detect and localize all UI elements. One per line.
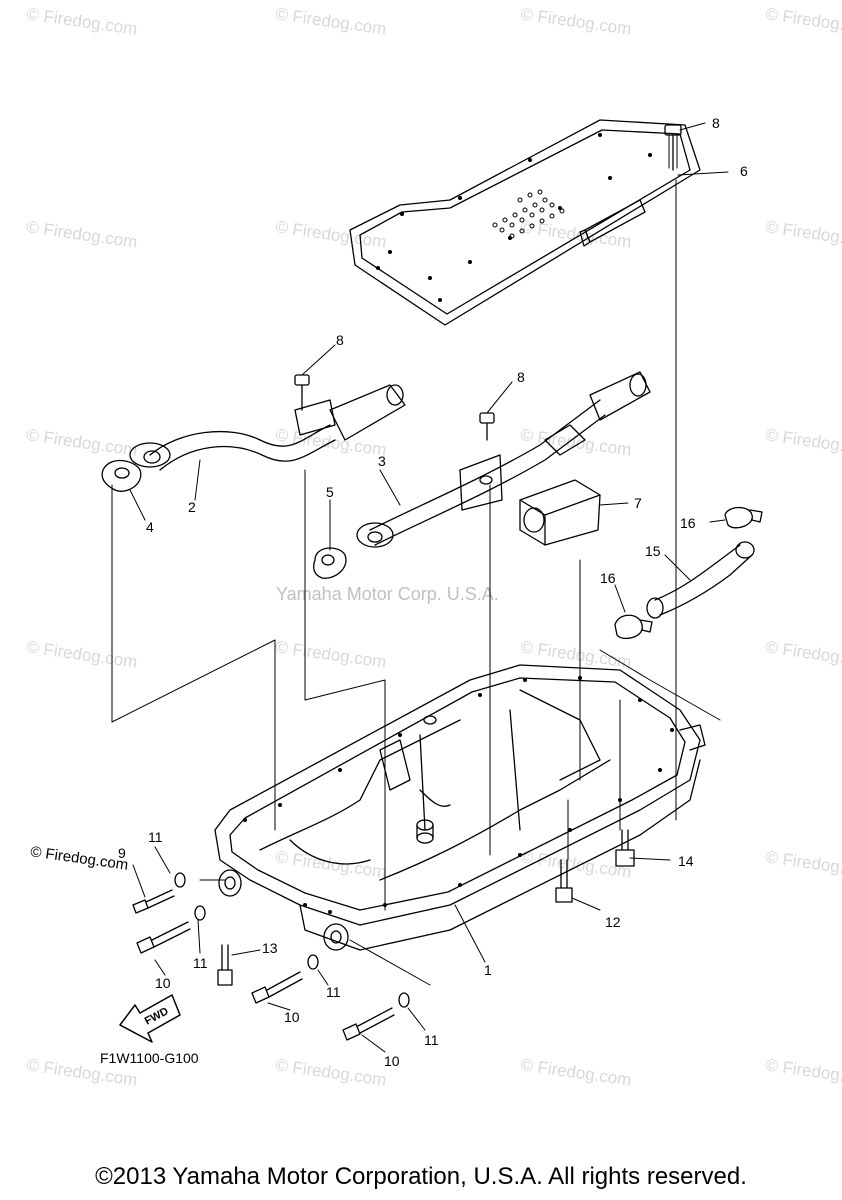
part-7-bracket [519,479,601,546]
callout-11: 11 [193,955,208,971]
callout-5: 5 [326,484,334,500]
part-13-bolt [217,944,233,986]
part-11-washer [174,872,186,888]
callout-12: 12 [605,914,621,930]
part-2-oil-pipe [129,384,406,471]
part-11-washer [398,992,410,1008]
part-14-bolt [615,829,635,867]
part-8-bolt [294,374,310,411]
fwd-arrow: FWD [119,994,181,1043]
part-15-hose [646,541,755,619]
callout-7: 7 [634,495,642,511]
callout-10: 10 [284,1009,300,1025]
callout-3: 3 [378,453,386,469]
callout-6: 6 [740,163,748,179]
part-1-oil-pan [214,664,706,951]
part-12-bolt [555,859,573,903]
part-4-gasket [101,459,142,723]
callout-11: 11 [148,829,163,845]
copyright-notice: ©2013 Yamaha Motor Corporation, U.S.A. A… [95,1163,747,1190]
callout-4: 4 [146,519,154,535]
callout-9: 9 [118,845,126,861]
part-6-strainer-plate [349,119,701,821]
figure-code: F1W1100-G100 [100,1050,199,1066]
callout-16: 16 [600,570,616,586]
part-10-bolt [136,921,191,954]
callout-8: 8 [517,369,525,385]
callout-8: 8 [336,332,344,348]
part-3-oil-pipe [356,371,651,548]
callout-11: 11 [326,984,341,1000]
part-11-washer [194,905,206,921]
callout-10: 10 [155,975,171,991]
part-10-bolt [251,971,303,1004]
part-8-bolt [664,124,682,171]
callout-10: 10 [384,1053,400,1069]
part-16-clamp [724,506,763,529]
callout-16: 16 [680,515,696,531]
center-watermark: Yamaha Motor Corp. U.S.A. [276,584,499,604]
part-10-bolt [342,1007,395,1041]
part-16-clamp [614,614,653,639]
part-9-bolt [132,889,175,914]
callout-11: 11 [424,1032,439,1048]
part-5-gasket [313,499,347,579]
part-11-washer [307,954,319,970]
callout-leaders [129,122,729,1053]
callout-8: 8 [712,115,720,131]
callout-15: 15 [645,543,661,559]
assembly-guide-lines [111,469,721,986]
callout-2: 2 [188,499,196,515]
callout-14: 14 [678,853,694,869]
callout-1: 1 [484,962,492,978]
part-8-bolt [479,412,495,441]
callout-13: 13 [262,940,278,956]
